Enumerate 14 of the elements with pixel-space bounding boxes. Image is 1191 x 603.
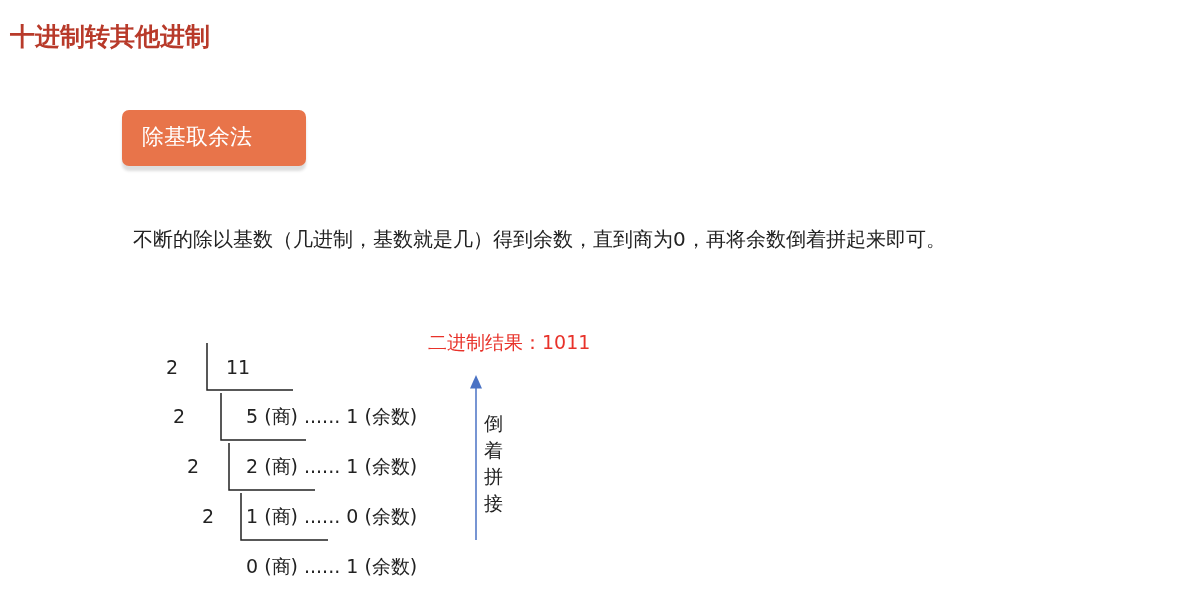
page-title: 十进制转其他进制 [10,22,210,52]
divisor-number: 2 [202,505,215,528]
divisor-number: 2 [166,356,179,379]
quotient-remainder-text: 0 (商) ...... 1 (余数) [246,555,418,578]
description-text: 不断的除以基数（几进制，基数就是几）得到余数，直到商为0，再将余数倒着拼起来即可。 [133,227,946,251]
method-badge: 除基取余法 [122,110,306,166]
divisor-number: 2 [173,405,186,428]
reverse-note: 倒着拼接 [484,411,504,516]
quotient-remainder-text: 5 (商) ...... 1 (余数) [246,405,418,428]
dividend-number: 11 [226,356,251,379]
result-text: 二进制结果：1011 [428,331,591,354]
quotient-remainder-text: 2 (商) ...... 1 (余数) [246,455,418,478]
divisor-number: 2 [187,455,200,478]
quotient-remainder-text: 1 (商) ...... 0 (余数) [246,505,418,528]
